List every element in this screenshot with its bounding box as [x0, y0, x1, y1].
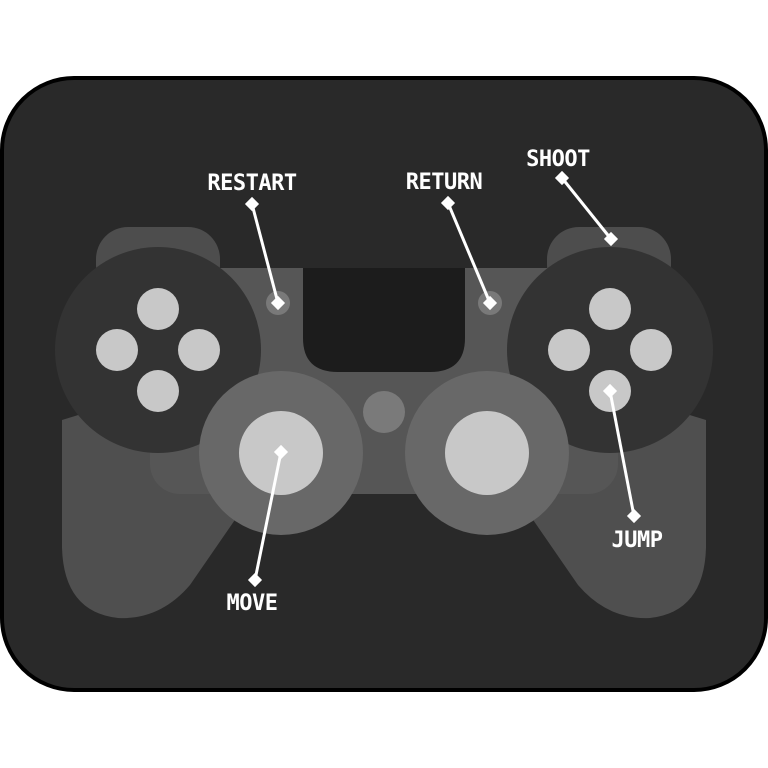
face-button-disc [507, 247, 713, 453]
dpad-up-icon [137, 288, 179, 330]
dpad-left-icon [96, 329, 138, 371]
restart-callout: RESTART [207, 171, 297, 311]
touchpad [303, 268, 465, 372]
home-button [363, 391, 405, 433]
face-button-right [630, 329, 672, 371]
jump-callout: JUMP [602, 383, 663, 553]
return-callout: RETURN [406, 170, 498, 311]
move-label: MOVE [227, 591, 278, 616]
jump-label: JUMP [612, 528, 663, 553]
dpad-right-icon [178, 329, 220, 371]
right-analog-stick [445, 411, 529, 495]
shoot-callout: SHOOT [526, 147, 619, 247]
return-label: RETURN [406, 170, 482, 195]
dpad-disc [55, 247, 261, 453]
dpad-down-icon [137, 370, 179, 412]
shoot-label: SHOOT [526, 147, 590, 172]
move-callout: MOVE [227, 444, 289, 616]
face-button-left [548, 329, 590, 371]
restart-label: RESTART [207, 171, 296, 196]
face-button-top [589, 288, 631, 330]
